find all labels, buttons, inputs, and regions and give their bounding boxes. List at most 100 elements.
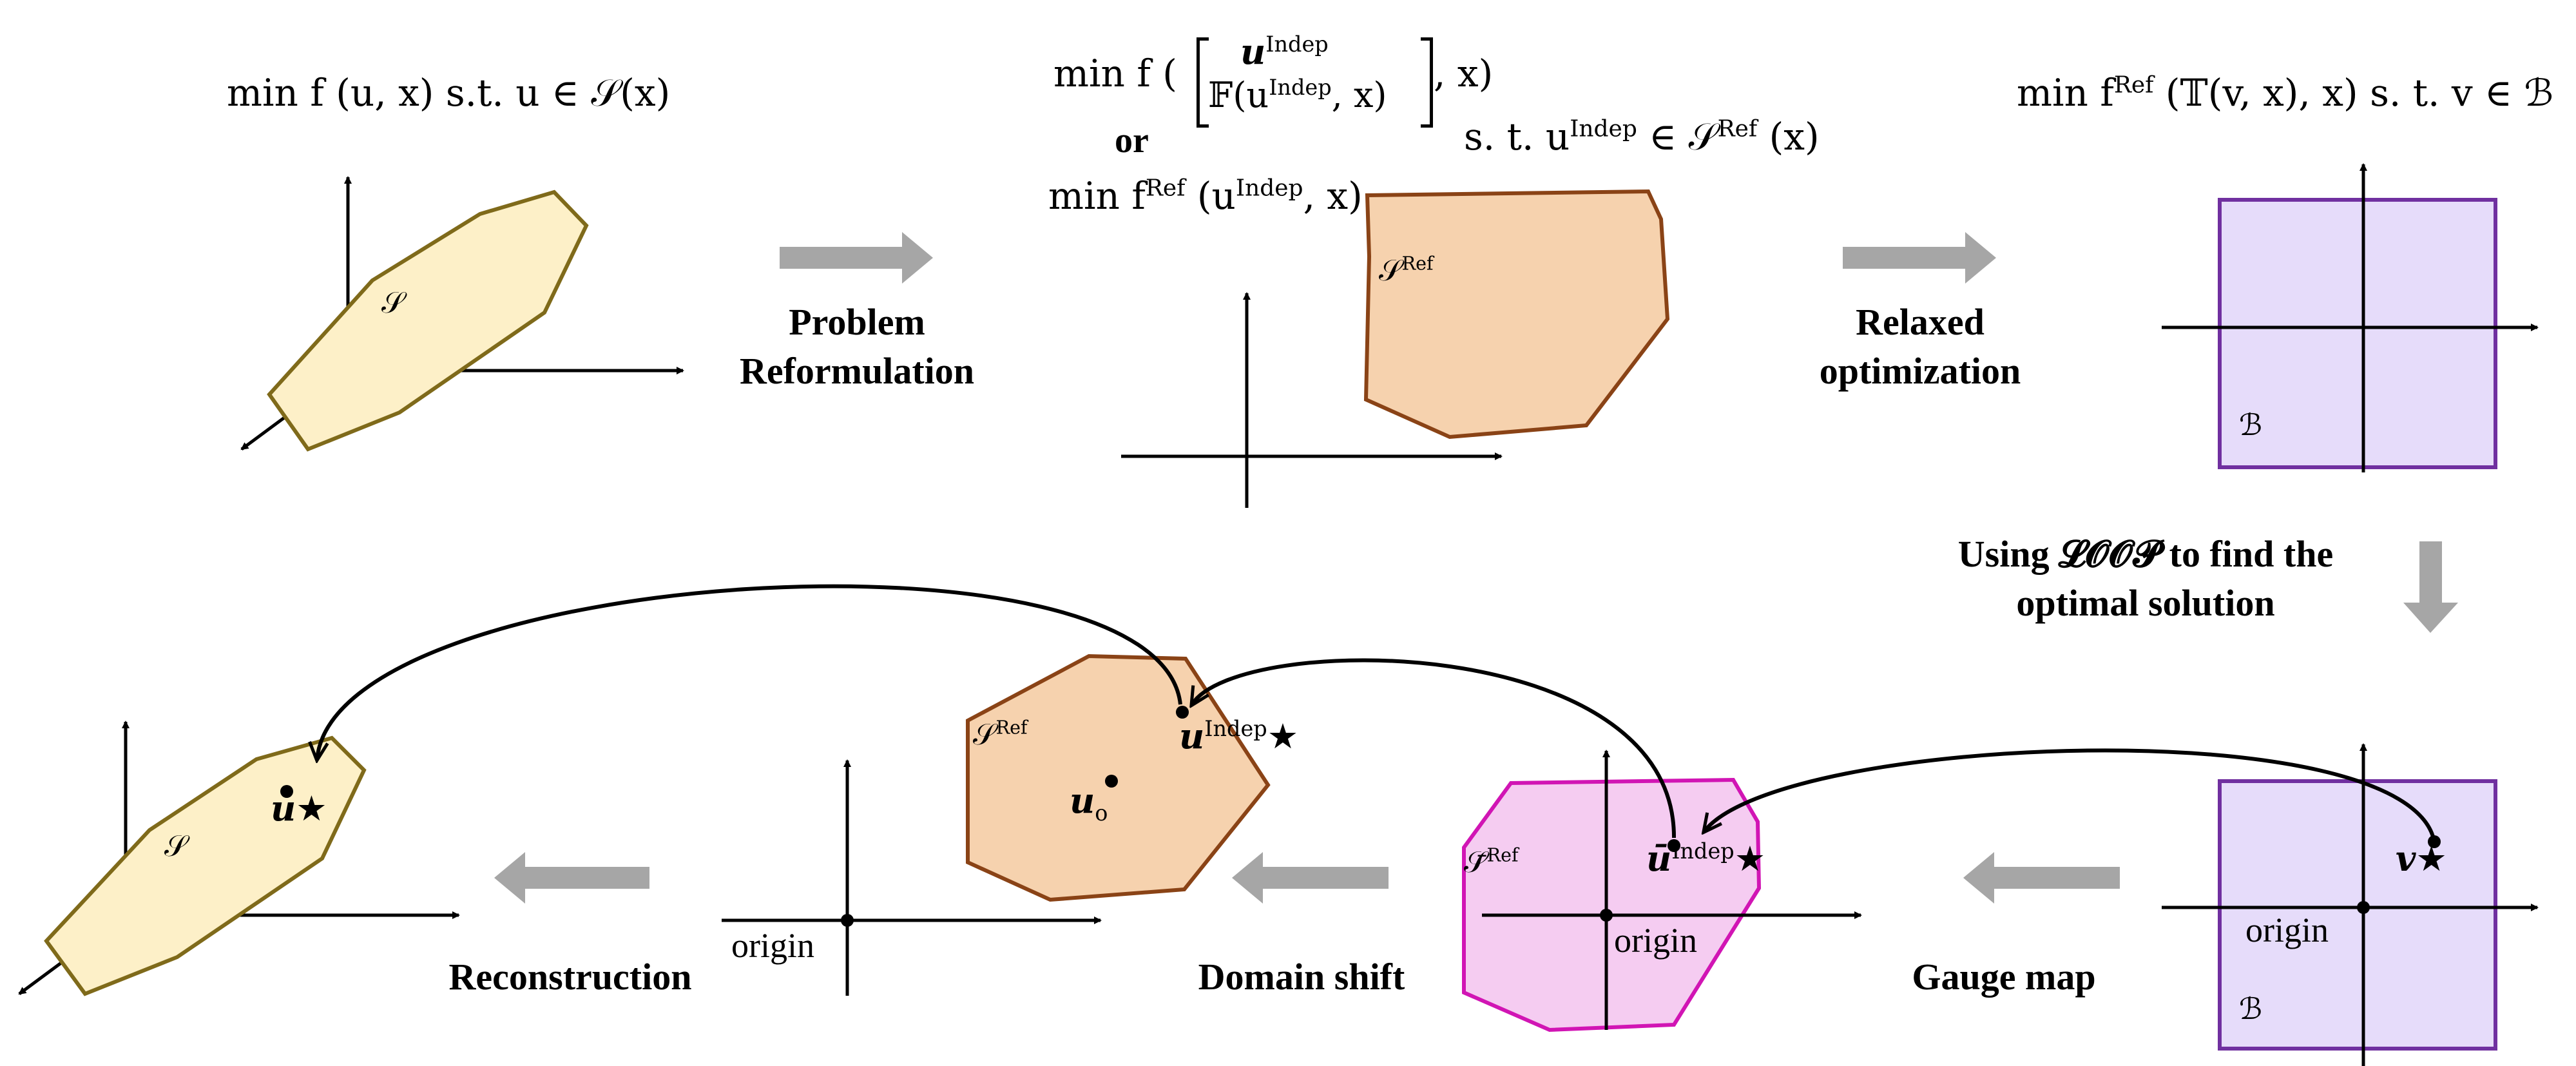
bracket-top-sup: Indep	[1265, 32, 1329, 57]
step-line: optimal solution	[2016, 582, 2275, 624]
formula-relaxed: min fRef (𝕋(v, x), x) s. t. v ∈ ℬ	[2017, 71, 2553, 115]
label-S-bottom: 𝒮	[164, 828, 187, 863]
formula-line3-tail: (u	[1197, 174, 1236, 218]
origin-point	[2357, 901, 2370, 914]
formula-line3: min f	[1048, 174, 1146, 218]
bracket-bottom-sup: Indep	[1269, 75, 1332, 100]
point-var: ū	[1646, 838, 1672, 879]
arrow-domain-shift	[1232, 852, 1389, 904]
constraint-ref: s. t. uIndep ∈ 𝒮Ref (x)	[1464, 115, 1820, 159]
step-reconstruction: Reconstruction	[448, 956, 692, 998]
label-u-o: uo	[1070, 780, 1108, 826]
constraint-prefix: s. t. u	[1464, 115, 1570, 159]
formula-or: or	[1115, 121, 1149, 160]
constraint-sup2: Ref	[1717, 115, 1758, 142]
star-icon: ★	[296, 788, 327, 829]
point-sub: o	[1095, 800, 1108, 826]
step-line: Relaxed	[1856, 301, 1985, 343]
bracket-top-var: u	[1240, 31, 1266, 72]
formula-line1-b: , x)	[1434, 52, 1494, 95]
step-relaxed-optimization: Relaxed optimization	[1791, 298, 2049, 396]
constraint-sup: Indep	[1570, 115, 1637, 142]
origin-label-S-bar: origin	[1614, 921, 1697, 960]
point-sup: Indep	[1204, 716, 1267, 741]
bracket-bottom-fn: 𝔽(u	[1208, 75, 1269, 115]
curve-arrow-shift-inverse	[1192, 658, 1677, 838]
bracket-bottom-tail: , x)	[1331, 75, 1387, 115]
label-u-bar-indep-star: ūIndep★	[1646, 838, 1765, 879]
u-star-point	[280, 785, 293, 798]
point-sup: Indep	[1671, 838, 1735, 864]
arrow-using-loop	[2403, 541, 2458, 633]
relaxed-prefix: min f	[2017, 71, 2114, 115]
label-u-star: u★	[271, 788, 327, 829]
panel-box-B-solution	[2162, 743, 2539, 1066]
reference-set-S-ref	[966, 654, 1271, 902]
u-o-point	[1105, 775, 1118, 788]
panel-reference-set-solution	[722, 654, 1271, 996]
curve-arrow-gauge-inverse	[1704, 748, 2436, 842]
step-line: Problem	[789, 301, 925, 343]
label-u-indep-star: uIndep★	[1179, 715, 1298, 757]
arrow-reconstruction	[494, 852, 649, 904]
origin-point	[841, 914, 854, 927]
set-symbol: 𝒮̄	[1464, 844, 1487, 879]
label-B-top: ℬ	[2239, 407, 2263, 442]
relaxed-sup: Ref	[2113, 72, 2154, 99]
set-sup: Ref	[1401, 253, 1434, 275]
arrow-gauge-map	[1963, 852, 2120, 904]
set-symbol: 𝒮	[973, 717, 996, 751]
feasible-set-S	[267, 189, 589, 452]
formula-line3-tail-sup: Indep	[1235, 175, 1303, 202]
panel-box-B	[2162, 163, 2539, 472]
curve-arrow-reconstruct	[317, 584, 1182, 759]
step-line: Using 𝓛𝓞𝓞𝓟 to find the	[1957, 533, 2334, 575]
constraint-mid: ∈ 𝒮	[1637, 115, 1718, 159]
panel-reconstructed-solution	[18, 721, 460, 996]
step-line: Reformulation	[739, 350, 975, 392]
bracket-right	[1421, 37, 1433, 128]
formula-line1-a: min f (	[1053, 52, 1177, 95]
label-S-ref-top: 𝒮Ref	[1379, 253, 1434, 289]
origin-label-S-ref: origin	[731, 926, 814, 965]
arrow-relaxed-optimization	[1843, 232, 1996, 284]
step-problem-reformulation: Problem Reformulation	[735, 298, 979, 396]
label-S-ref-bottom: 𝒮Ref	[973, 717, 1028, 753]
shifted-set-S-bar	[1462, 777, 1762, 1032]
u-indep-star-point	[1176, 706, 1189, 719]
u-bar-indep-star-point	[1668, 839, 1680, 852]
box-B	[2218, 198, 2497, 469]
label-S-top: 𝒮	[381, 285, 405, 320]
step-line: optimization	[1819, 350, 2021, 392]
panel-reformulated-problem	[1121, 189, 1670, 508]
formula-reformulated: min f ( uIndep 𝔽(uIndep, x) , x) or min …	[1048, 31, 1517, 224]
step-domain-shift: Domain shift	[1198, 956, 1405, 998]
star-icon: ★	[1734, 838, 1766, 879]
constraint-end: (x)	[1757, 115, 1820, 159]
origin-label-B: origin	[2245, 911, 2329, 949]
panel-shifted-set	[1462, 750, 1862, 1032]
set-sup: Ref	[1486, 844, 1519, 866]
box-B	[2218, 779, 2497, 1051]
relaxed-tail: (𝕋(v, x), x) s. t. v ∈ ℬ	[2153, 71, 2554, 115]
formula-line3-end: , x)	[1303, 174, 1363, 218]
step-using-loop: Using 𝓛𝓞𝓞𝓟 to find the optimal solution	[1907, 530, 2384, 628]
formula-line3-sup: Ref	[1145, 175, 1186, 202]
arrow-problem-reformulation	[780, 232, 933, 284]
feasible-set-S	[44, 735, 367, 996]
label-S-bar: 𝒮̄Ref	[1464, 844, 1519, 880]
panel-original-problem	[240, 176, 684, 452]
star-icon: ★	[2416, 838, 2447, 879]
star-icon: ★	[1267, 716, 1299, 757]
formula-original: min f (u, x) s.t. u ∈ 𝒮(x)	[227, 71, 671, 115]
point-var: u	[1070, 780, 1095, 821]
set-sup: Ref	[995, 717, 1028, 739]
origin-point	[1600, 909, 1613, 922]
set-symbol: 𝒮	[1379, 253, 1402, 287]
label-B-bottom: ℬ	[2239, 991, 2263, 1026]
point-var: v	[2396, 838, 2416, 879]
step-gauge-map: Gauge map	[1912, 956, 2096, 998]
label-v-star: v★	[2396, 838, 2447, 879]
point-var: u	[271, 788, 296, 829]
